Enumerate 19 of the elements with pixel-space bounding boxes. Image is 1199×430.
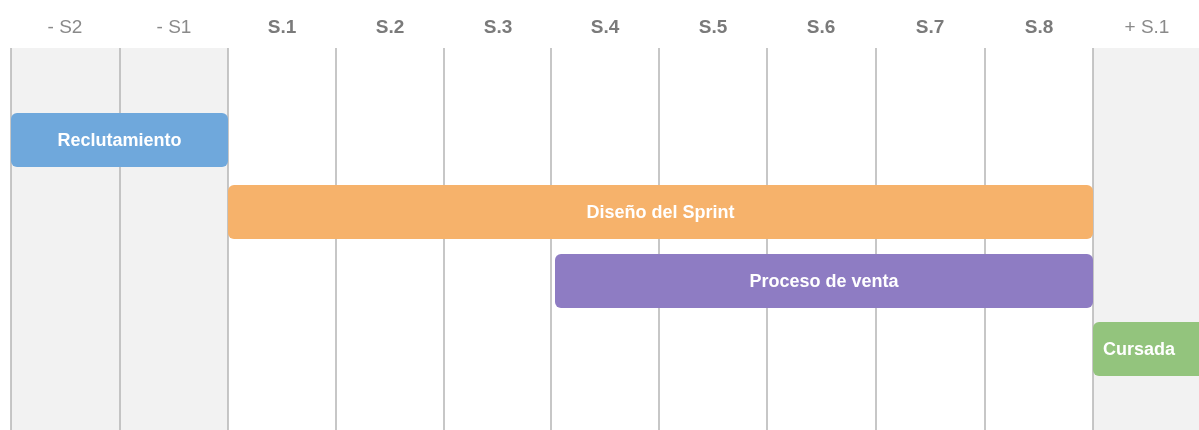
column-header: S.4 bbox=[589, 16, 621, 38]
task-label: Proceso de venta bbox=[749, 270, 899, 292]
column-header: S.8 bbox=[1023, 16, 1055, 38]
column-header: - S2 bbox=[46, 16, 84, 38]
task-label: Diseño del Sprint bbox=[586, 201, 735, 223]
task-label: Cursada bbox=[1103, 338, 1176, 360]
column-header: S.5 bbox=[697, 16, 729, 38]
column-header: S.2 bbox=[374, 16, 406, 38]
task-bar bbox=[555, 254, 1093, 308]
column-header: S.7 bbox=[914, 16, 946, 38]
task-bar bbox=[228, 185, 1093, 239]
column-header: - S1 bbox=[155, 16, 193, 38]
column-header: S.6 bbox=[805, 16, 837, 38]
column-header: S.3 bbox=[482, 16, 514, 38]
column-header: + S.1 bbox=[1123, 16, 1171, 38]
task-bar bbox=[11, 113, 228, 167]
column-header: S.1 bbox=[266, 16, 298, 38]
task-bar bbox=[1093, 322, 1199, 376]
task-label: Reclutamiento bbox=[57, 129, 182, 151]
